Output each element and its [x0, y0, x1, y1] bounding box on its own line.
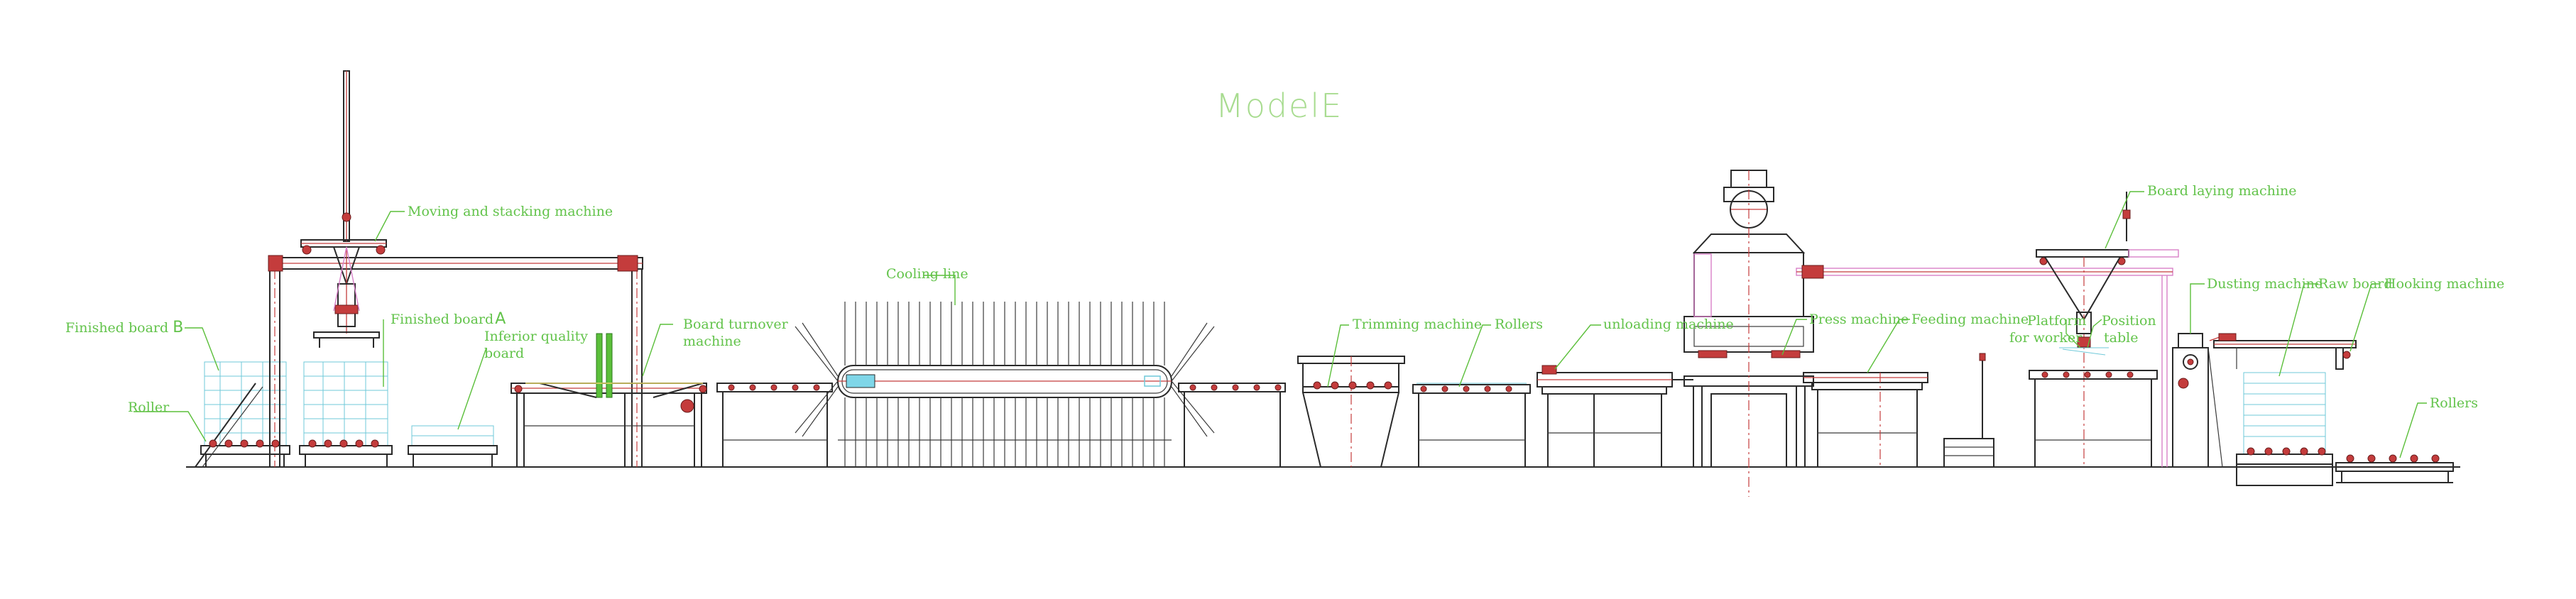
board-turnover-machine — [511, 333, 707, 468]
label-rollers-right: Rollers — [2430, 395, 2478, 411]
label-inferior-quality-1: Inferior quality — [484, 329, 588, 344]
conveyor-post-cooling — [1178, 383, 1286, 467]
position-table — [2029, 370, 2158, 467]
label-hooking-machine: Hooking machine — [2384, 276, 2504, 292]
cooling-line — [795, 302, 1215, 467]
leader-lines — [133, 191, 2427, 458]
label-dusting-machine: Dusting machine — [2207, 276, 2323, 292]
finished-board-b-stack — [204, 361, 287, 446]
inferior-board-stack — [411, 425, 494, 446]
label-press-machine: Press machine — [1809, 312, 1909, 327]
feeding-machine — [1803, 372, 1928, 467]
label-platform-1: Platform — [2027, 313, 2086, 329]
conveyor-pre-cooling — [716, 383, 833, 467]
labels: Moving and stacking machine Finished boa… — [65, 183, 2504, 415]
left-rollers — [209, 439, 379, 448]
label-unloading-machine: unloading machine — [1603, 317, 1734, 332]
label-raw-board: Raw board — [2318, 276, 2393, 292]
label-roller: Roller — [128, 400, 170, 415]
moving-stacking-machine — [268, 70, 643, 468]
label-board-turnover-1: Board turnover — [683, 317, 789, 332]
label-finished-board-a: Finished boardA — [391, 310, 506, 328]
label-position-2: table — [2104, 330, 2138, 346]
label-board-laying: Board laying machine — [2147, 183, 2296, 199]
label-platform-2: for worker — [2009, 330, 2083, 346]
left-roller-bases — [195, 383, 498, 468]
label-cooling-line: Cooling line — [886, 266, 968, 282]
diagram-title: ModelE — [1216, 87, 1343, 125]
board-transfer-rail — [1796, 265, 2173, 467]
platform-for-worker — [1943, 353, 1994, 468]
rollers-mid-table — [1412, 383, 1531, 467]
label-inferior-quality-2: board — [484, 346, 524, 361]
label-feeding-machine: Feeding machine — [1911, 312, 2029, 327]
board-laying-machine — [2036, 192, 2179, 467]
label-moving-stacking: Moving and stacking machine — [408, 204, 613, 219]
label-rollers-mid: Rollers — [1495, 317, 1543, 332]
rollers-right-table — [2335, 454, 2454, 483]
label-board-turnover-2: machine — [683, 334, 741, 349]
label-trimming-machine: Trimming machine — [1353, 317, 1482, 332]
trimming-machine — [1297, 356, 1405, 468]
finished-board-a-stack — [303, 361, 388, 446]
dusting-machine — [2172, 333, 2230, 468]
raw-board-stack — [2236, 372, 2333, 486]
unloading-machine — [1537, 365, 1693, 467]
hooking-machine — [2213, 333, 2357, 370]
press-machine — [1683, 170, 1814, 497]
label-position-1: Position — [2102, 313, 2156, 329]
